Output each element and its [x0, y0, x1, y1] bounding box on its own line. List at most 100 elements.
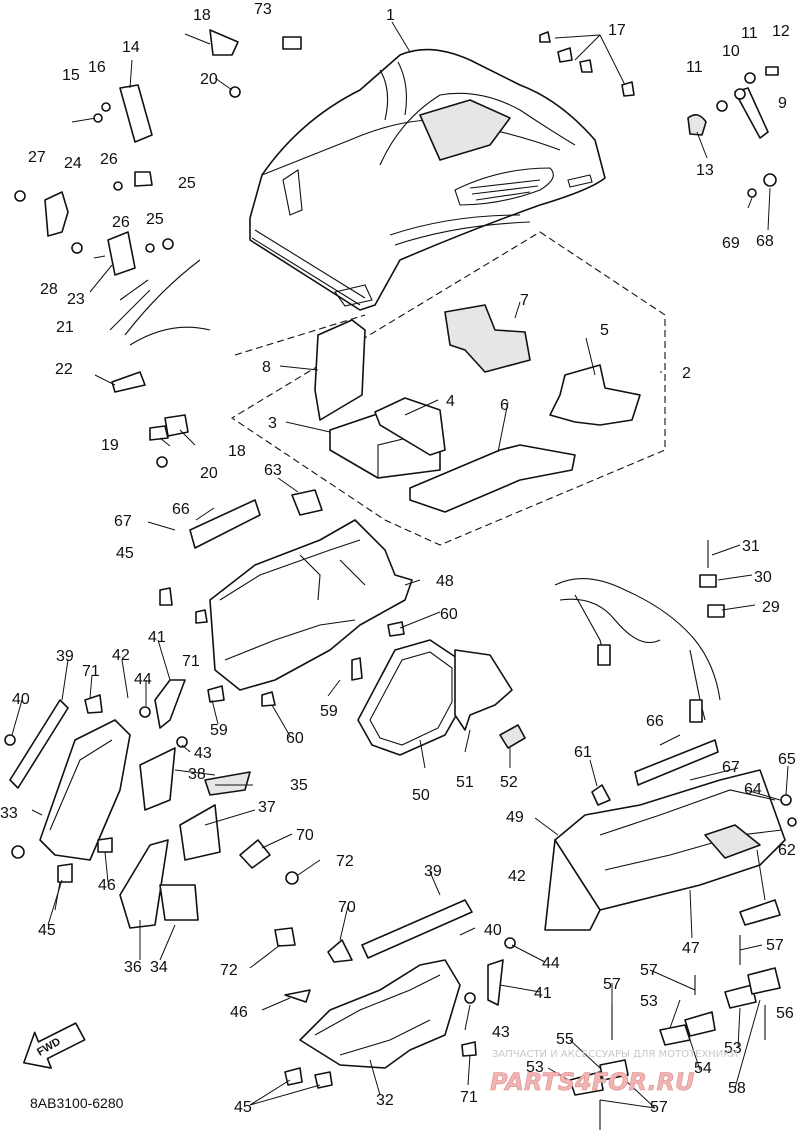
- callout-72-right: 72: [336, 853, 354, 870]
- callout-20-bottom: 20: [200, 465, 218, 482]
- callout-54: 54: [694, 1060, 712, 1077]
- kit-boundary-outline: [230, 231, 666, 546]
- callout-71-left: 71: [82, 663, 100, 680]
- callout-70-lower: 70: [338, 899, 356, 916]
- callout-60-lower: 60: [286, 730, 304, 747]
- callout-41-lower: 41: [534, 985, 552, 1002]
- callout-11-top: 11: [741, 25, 758, 42]
- callout-43-left: 43: [194, 745, 212, 762]
- callout-56: 56: [776, 1005, 794, 1022]
- callout-53-right: 53: [724, 1040, 742, 1057]
- part-hood: [249, 48, 606, 311]
- callout-64: 64: [744, 781, 762, 798]
- callout-52: 52: [500, 774, 518, 791]
- callout-73: 73: [254, 1, 272, 18]
- callout-69: 69: [722, 235, 740, 252]
- callout-35: 35: [290, 777, 308, 794]
- callout-47: 47: [682, 940, 700, 957]
- callout-31: 31: [742, 538, 760, 555]
- callout-5: 5: [600, 322, 609, 339]
- part-left-side-pieces: [4, 679, 299, 929]
- callout-71-lower: 71: [460, 1089, 478, 1106]
- callout-46-lower: 46: [230, 1004, 248, 1021]
- callout-66-left: 66: [172, 501, 190, 518]
- callout-60-right: 60: [440, 606, 458, 623]
- callout-57-left: 57: [603, 976, 621, 993]
- callout-28: 28: [40, 281, 58, 298]
- callout-68: 68: [756, 233, 774, 250]
- callout-51: 51: [456, 774, 474, 791]
- part-inner-panel-48: [159, 489, 413, 707]
- callout-25-top: 25: [178, 175, 196, 192]
- callout-67-left: 67: [114, 513, 132, 530]
- leader-lines: [11, 21, 789, 1109]
- callout-16: 16: [88, 59, 106, 76]
- callout-58: 58: [728, 1080, 746, 1097]
- callout-59-right: 59: [320, 703, 338, 720]
- callout-32: 32: [376, 1092, 394, 1109]
- callout-57-mid: 57: [640, 962, 658, 979]
- part-right-lower-panel: [544, 739, 797, 931]
- part-foam-6: [409, 444, 576, 513]
- callout-70-left: 70: [296, 827, 314, 844]
- callout-57-bottom: 57: [650, 1099, 668, 1116]
- watermark-site: PARTS4FOR.RU: [490, 1068, 695, 1096]
- watermark-caption: ЗАПЧАСТИ И АКСЕССУАРЫ ДЛЯ МОТОТЕХНИКИ: [492, 1049, 738, 1060]
- callout-26-lower: 26: [112, 214, 130, 231]
- part-left-fasteners: [14, 29, 635, 468]
- callout-3: 3: [268, 415, 277, 432]
- callout-66-right: 66: [646, 713, 664, 730]
- callout-67-right: 67: [722, 759, 740, 776]
- callout-72-lower: 72: [220, 962, 238, 979]
- part-right-bracket: [687, 66, 779, 198]
- callout-42-lower: 42: [508, 868, 526, 885]
- part-drawings: [4, 21, 797, 1130]
- callout-36: 36: [124, 959, 142, 976]
- callout-39-left: 39: [56, 648, 74, 665]
- callout-20-top: 20: [200, 71, 218, 88]
- callout-53-top: 53: [640, 993, 658, 1010]
- callout-44-lower: 44: [542, 955, 560, 972]
- callout-41-left: 41: [148, 629, 166, 646]
- callout-17: 17: [608, 22, 626, 39]
- callout-13: 13: [696, 162, 714, 179]
- callout-19: 19: [101, 437, 119, 454]
- callout-24: 24: [64, 155, 82, 172]
- callout-12: 12: [772, 23, 790, 40]
- part-lower-right-fasteners: [569, 935, 781, 1130]
- callout-71-mid: 71: [182, 653, 200, 670]
- callout-45-top: 45: [116, 545, 134, 562]
- part-left-lower-panel: [274, 899, 516, 1089]
- part-side-pads: [357, 639, 526, 756]
- fwd-arrow-icon: [23, 1022, 86, 1069]
- callout-44-left: 44: [134, 671, 152, 688]
- callout-53-left: 53: [526, 1059, 544, 1076]
- callout-65: 65: [778, 751, 796, 768]
- callout-14: 14: [122, 39, 140, 56]
- callout-33: 33: [0, 805, 18, 822]
- callout-40-left: 40: [12, 691, 30, 708]
- callout-26-top: 26: [100, 151, 118, 168]
- callout-50: 50: [412, 787, 430, 804]
- callout-21: 21: [56, 319, 74, 336]
- callout-59-left: 59: [210, 722, 228, 739]
- callout-1: 1: [386, 7, 395, 24]
- part-foam-4: [374, 397, 446, 456]
- part-wiring-harness: [554, 540, 725, 723]
- callout-22: 22: [55, 361, 73, 378]
- callout-30: 30: [754, 569, 772, 586]
- part-foam-7: [444, 304, 531, 373]
- callout-8: 8: [262, 359, 271, 376]
- callout-27: 27: [28, 149, 46, 166]
- callout-45-left: 45: [38, 922, 56, 939]
- callout-39-lower: 39: [424, 863, 442, 880]
- callout-37: 37: [258, 799, 276, 816]
- callout-9: 9: [778, 95, 787, 112]
- callout-18-bottom: 18: [228, 443, 246, 460]
- part-foam-5: [549, 364, 641, 426]
- callout-6: 6: [500, 397, 509, 414]
- callout-40-lower: 40: [484, 922, 502, 939]
- callout-62: 62: [778, 842, 796, 859]
- callout-34: 34: [150, 959, 168, 976]
